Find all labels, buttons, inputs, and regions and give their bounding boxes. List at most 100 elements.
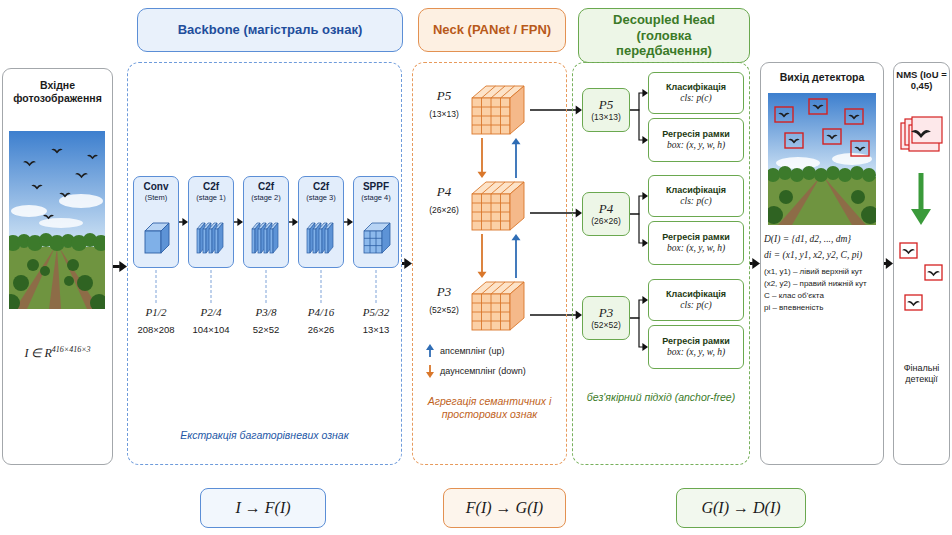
text-row: (stage 1)	[189, 193, 233, 202]
text-row: D(I) = {d1, d2, ..., dm}	[764, 234, 880, 245]
circle-part	[814, 168, 828, 182]
connector-arrow	[630, 318, 648, 351]
arrow-head	[478, 272, 487, 278]
stage-region: Екстракція багаторівневих ознакConv(Stem…	[127, 62, 402, 465]
feature-map: P3 (52×52)	[420, 278, 530, 334]
head-branch: Регресія рамкиbox: (x, y, w, h)	[648, 325, 744, 369]
arrow-head	[752, 258, 760, 269]
input-panel: Вхідне фотозображенняI ∈ R416×416×3	[2, 68, 113, 465]
rect-part	[809, 99, 827, 114]
head-branch: Класифікаціяcls: p(c)	[648, 72, 744, 114]
text-row: Регресія рамки	[662, 336, 729, 347]
text-row: (13×13)	[591, 113, 621, 123]
node-text: (26×26)	[591, 216, 621, 226]
text-row: Класифікація	[666, 82, 726, 93]
text-row: Класифікація	[666, 185, 726, 196]
arrow-head	[119, 261, 127, 272]
arrow-line	[179, 221, 183, 222]
connector-arrow	[630, 296, 648, 318]
circle-part	[768, 206, 783, 224]
node-text: C2f	[258, 181, 274, 192]
rect-part	[9, 247, 105, 309]
node-text: D(I) = {d1, d2, ..., dm}	[764, 234, 851, 244]
circle-part	[778, 166, 792, 180]
circle-part	[779, 190, 793, 204]
use-part	[364, 223, 390, 253]
feature-map: P5(13×13)	[420, 82, 530, 138]
backbone-block: C2f(stage 3)	[298, 176, 344, 268]
node-text: Класифікація	[666, 82, 726, 92]
node-text: (Stem)	[145, 193, 168, 202]
text-row: pi – впевненість	[764, 303, 880, 313]
use-part	[270, 223, 278, 253]
arrow-head	[512, 234, 521, 240]
scale-label: P2/4	[183, 306, 239, 318]
text-row: (26×26)	[591, 217, 621, 227]
arrow-line	[530, 212, 576, 213]
legend-arrow-shaft	[429, 349, 431, 357]
connector-arrow	[630, 214, 648, 247]
line-part	[266, 270, 267, 303]
formula-box: I → F(I)	[200, 488, 326, 528]
scale-label: 52×52	[238, 324, 294, 335]
g-part	[775, 99, 869, 156]
rect-part	[845, 109, 863, 124]
circle-part	[838, 168, 852, 182]
scale-label: P3/8	[238, 306, 294, 318]
line-part	[211, 270, 212, 303]
node-text: Класифікація	[666, 185, 726, 195]
rect-part	[905, 295, 922, 310]
scale-label: P1/2	[128, 306, 184, 318]
rect-part	[823, 129, 841, 144]
node-text: Екстракція багаторівневих ознак	[180, 429, 348, 441]
connector-arrow	[512, 234, 521, 278]
node-text: Backbone (магістраль ознак)	[178, 22, 363, 37]
rect-part	[785, 133, 803, 148]
arrow-line	[630, 93, 643, 110]
connector-arrow	[630, 110, 648, 144]
circle-part	[90, 294, 105, 309]
node-text: di = (x1, y1, x2, y2, C, pi)	[764, 250, 862, 260]
node-text: (stage 4)	[361, 193, 391, 202]
nms-illustration	[897, 113, 946, 353]
stage-header: Neck (PANet / FPN)	[418, 8, 566, 52]
node-text: (52×52)	[591, 320, 621, 330]
node-text: Регресія рамки	[662, 232, 729, 242]
use-part	[907, 301, 920, 306]
g-part	[768, 166, 876, 182]
legend-arrow-shaft	[429, 365, 431, 373]
connector-arrow	[530, 311, 582, 320]
text-row: P3	[420, 284, 468, 300]
sppf-icon	[359, 215, 393, 261]
circle-part	[9, 294, 20, 309]
scale-label: 104×104	[183, 324, 239, 335]
node-text: cls: p(c)	[680, 196, 711, 206]
line-part	[919, 173, 924, 211]
text-row: Фінальні детекції	[894, 363, 949, 385]
head-branch: Класифікаціяcls: p(c)	[648, 175, 744, 217]
stage-header: Decoupled Head (головка передбачення)	[578, 8, 750, 63]
connector-arrow	[179, 218, 188, 226]
arrow-line	[481, 138, 483, 172]
circle-part	[67, 259, 79, 271]
node-text: pi – впевненість	[764, 303, 823, 312]
text-row: box: (x, y, w, h)	[667, 243, 725, 254]
node-text: P3	[599, 305, 613, 320]
connector-arrow	[478, 138, 487, 178]
text-row: box: (x, y, w, h)	[667, 140, 725, 151]
node-text: P4	[599, 201, 613, 216]
text-row: (stage 3)	[299, 193, 343, 202]
stage-region: Агрегація семантичних і просторових озна…	[412, 62, 567, 465]
legend-text: апсемплінг (up)	[440, 346, 504, 356]
text-row: Агрегація семантичних і просторових озна…	[413, 395, 566, 421]
arrow-line	[481, 234, 483, 272]
node-text: cls: p(c)	[680, 300, 711, 310]
text-row: Класифікація	[666, 289, 726, 300]
circle-part	[77, 275, 93, 291]
feature-cube	[470, 180, 528, 232]
arrow-line	[234, 221, 238, 222]
text-row: C2f	[244, 181, 288, 193]
head-branch: Регресія рамкиbox: (x, y, w, h)	[648, 221, 744, 265]
node-text: (52×52)	[429, 305, 459, 315]
use-part	[23, 161, 36, 166]
